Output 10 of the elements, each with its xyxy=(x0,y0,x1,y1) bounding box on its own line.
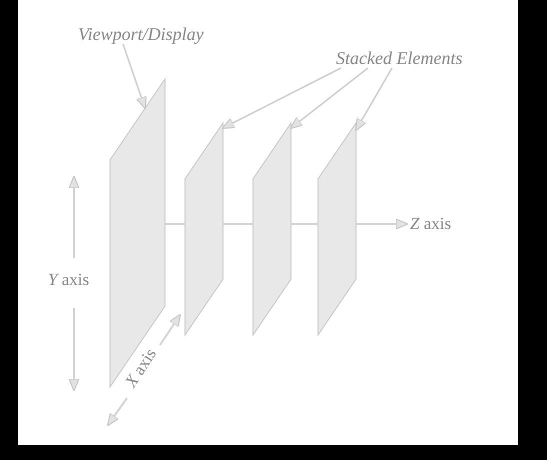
leader-arrow xyxy=(122,44,147,110)
leader-arrow xyxy=(290,67,368,130)
layer-panel xyxy=(318,123,356,335)
callout-text: Viewport/Display xyxy=(78,24,204,44)
layer-panel xyxy=(110,79,165,387)
leader-arrow xyxy=(222,67,342,129)
callout-text: Stacked Elements xyxy=(336,48,462,68)
leader-arrow xyxy=(355,68,393,132)
layer-panel xyxy=(253,123,291,335)
layer-panel xyxy=(185,123,223,335)
